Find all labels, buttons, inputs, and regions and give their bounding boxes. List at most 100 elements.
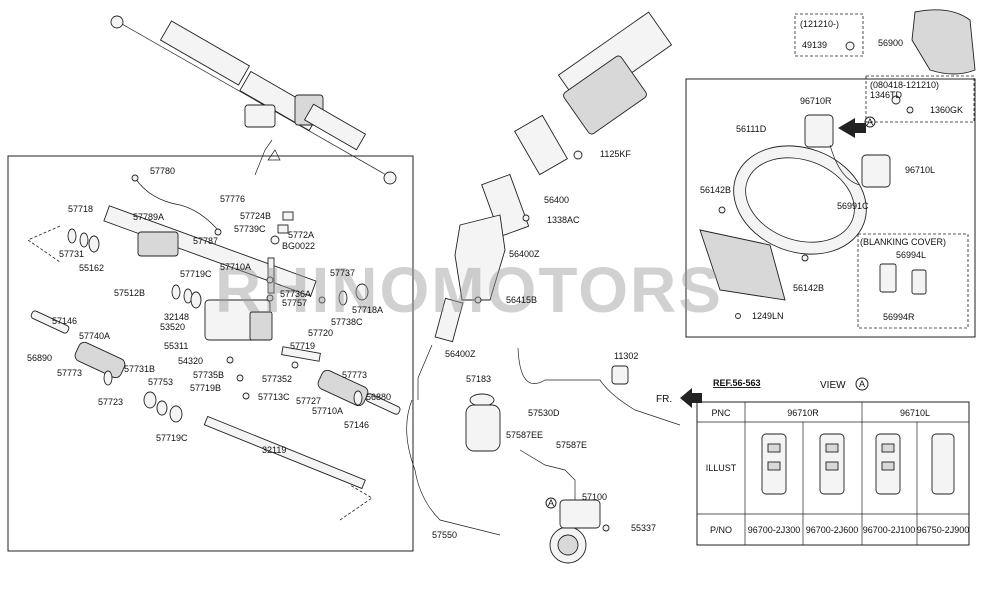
part-label: 57731 [59, 249, 84, 259]
part-label: 57787 [193, 236, 218, 246]
part-label: 1249LN [752, 311, 784, 321]
part-label: 55162 [79, 263, 104, 273]
part-label: 56400 [544, 195, 569, 205]
part-label: 57587E [556, 440, 587, 450]
part-label: 56415B [506, 295, 537, 305]
note-box-080418 [865, 75, 975, 123]
part-label: 57773 [342, 370, 367, 380]
steering-rack-assembly [110, 15, 397, 185]
part-label: 57587EE [506, 430, 543, 440]
reference-link[interactable]: REF.56-563 [713, 378, 761, 388]
part-label: 57739C [234, 224, 266, 234]
part-label: 57757 [282, 298, 307, 308]
part-label: 53520 [160, 322, 185, 332]
view-label: VIEW [820, 380, 846, 391]
part-label: 1346TD [870, 90, 903, 100]
part-label: 57719 [290, 341, 315, 351]
part-label: 57735B [193, 370, 224, 380]
view-circle-letter: A [859, 379, 865, 389]
steering-wheel-parts [699, 114, 969, 329]
part-label: 56991C [837, 201, 869, 211]
part-label: 57146 [344, 420, 369, 430]
table-pno-label: P/NO [710, 525, 732, 535]
view-arrow-letter: A [867, 117, 873, 127]
part-label: 55337 [631, 523, 656, 533]
steering-wheel-detail-box [685, 78, 976, 338]
part-label: 57780 [150, 166, 175, 176]
part-label: 57740A [79, 331, 110, 341]
part-label: (121210-) [800, 19, 839, 29]
pump-marker-letter: A [548, 498, 554, 508]
part-label: 56400Z [509, 249, 540, 259]
part-label: 57724B [240, 211, 271, 221]
part-label: 57720 [308, 328, 333, 338]
part-label: 5772A [288, 230, 314, 240]
rack-detail-parts [27, 174, 401, 521]
part-label: 32148 [164, 312, 189, 322]
part-label: 56400Z [445, 349, 476, 359]
table-col-96710r: 96710R [787, 408, 819, 418]
power-steering-pump-hoses [406, 347, 681, 564]
table-pno-2: 96700-2J600 [806, 525, 859, 535]
part-label: 56111D [736, 124, 767, 134]
part-label: 57753 [148, 377, 173, 387]
part-label: 56142B [793, 283, 824, 293]
part-label: 56880 [366, 392, 391, 402]
part-label: 57719B [190, 383, 221, 393]
part-label: 57773 [57, 368, 82, 378]
table-pnc-header: PNC [711, 408, 731, 418]
part-label: 577352 [262, 374, 292, 384]
airbag-module [911, 9, 976, 75]
part-label: 57736A [280, 289, 311, 299]
part-label: 55311 [164, 341, 188, 351]
part-label: 57550 [432, 530, 457, 540]
part-label: 56994R [883, 312, 915, 322]
part-label: 11302 [614, 351, 638, 361]
part-label: 57512B [114, 288, 145, 298]
part-label: 57146 [52, 316, 77, 326]
part-label: 57530D [528, 408, 560, 418]
steering-column [417, 11, 673, 400]
part-label: 57718A [352, 305, 383, 315]
part-label: BG0022 [282, 241, 315, 251]
part-label: 57738C [331, 317, 363, 327]
part-labels: 57780 57776 57718 57724B 57789A 57739C 5… [27, 19, 963, 540]
part-label: 57727 [296, 396, 321, 406]
view-a-table: PNC 96710R 96710L ILLUST P/NO 96700-2J30… [696, 401, 970, 546]
part-label: 57719C [180, 269, 212, 279]
part-label: 1338AC [547, 215, 580, 225]
part-label: 57710A [312, 406, 343, 416]
part-label: 57183 [466, 374, 491, 384]
front-arrow-icon [680, 388, 702, 408]
part-label: 57713C [258, 392, 290, 402]
part-label: 57737 [330, 268, 355, 278]
rack-detail-box [7, 155, 414, 552]
part-label: (BLANKING COVER) [860, 237, 946, 247]
part-label: 56994L [896, 250, 926, 260]
part-label: 57731B [124, 364, 155, 374]
table-pno-1: 96700-2J300 [748, 525, 801, 535]
front-label: FR. [656, 394, 672, 405]
part-label: 1360GK [930, 105, 963, 115]
part-label: 49139 [802, 40, 827, 50]
part-label: 57776 [220, 194, 245, 204]
part-label: 56900 [878, 38, 903, 48]
part-label: 54320 [178, 356, 203, 366]
table-pno-3: 96700-2J100 [863, 525, 916, 535]
part-label: 56890 [27, 353, 52, 363]
table-pno-4: 96750-2J900 [917, 525, 970, 535]
part-label: 57723 [98, 397, 123, 407]
part-label: 57789A [133, 212, 164, 222]
table-illust-label: ILLUST [706, 463, 737, 473]
part-label: 57710A [220, 262, 251, 272]
part-label: 32119 [262, 445, 286, 455]
part-label: (080418-121210) [870, 80, 939, 90]
watermark-text: RHINOMOTORS [215, 254, 723, 326]
part-label: 1125KF [600, 149, 631, 159]
part-label: 57100 [582, 492, 607, 502]
part-label: 96710L [905, 165, 935, 175]
table-col-96710l: 96710L [900, 408, 930, 418]
part-label: 56142B [700, 185, 731, 195]
part-label: 96710R [800, 96, 832, 106]
